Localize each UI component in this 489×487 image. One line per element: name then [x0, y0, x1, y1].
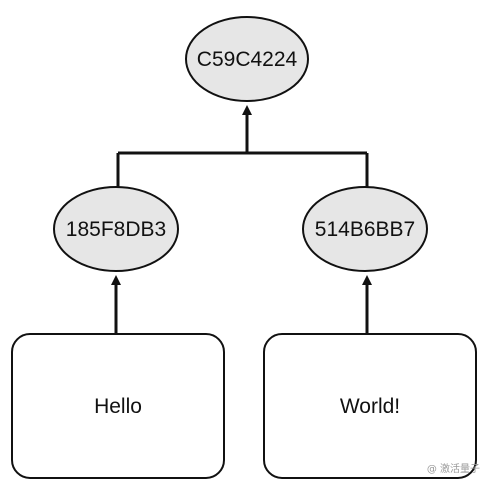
hash-node-right-shape — [302, 186, 428, 272]
root-node: C59C4224 — [185, 16, 309, 102]
tree-connectors — [116, 105, 369, 188]
leaf-block-left: Hello — [11, 333, 225, 479]
leaf-arrows — [111, 275, 372, 336]
hash-node-right: 514B6BB7 — [302, 186, 428, 272]
hash-node-left: 185F8DB3 — [53, 186, 179, 272]
leaf-block-right: World! — [263, 333, 477, 479]
hash-node-right-label: 514B6BB7 — [315, 218, 415, 241]
leaf-block-right-shape — [263, 333, 477, 479]
root-node-shape — [185, 16, 309, 102]
hash-node-left-shape — [53, 186, 179, 272]
watermark-text: @ 激活量子 — [427, 462, 480, 475]
leaf-block-left-label: Hello — [94, 395, 142, 418]
root-node-label: C59C4224 — [197, 48, 298, 71]
leaf-block-left-shape — [11, 333, 225, 479]
hash-node-left-label: 185F8DB3 — [66, 218, 166, 241]
leaf-block-right-label: World! — [340, 395, 400, 418]
